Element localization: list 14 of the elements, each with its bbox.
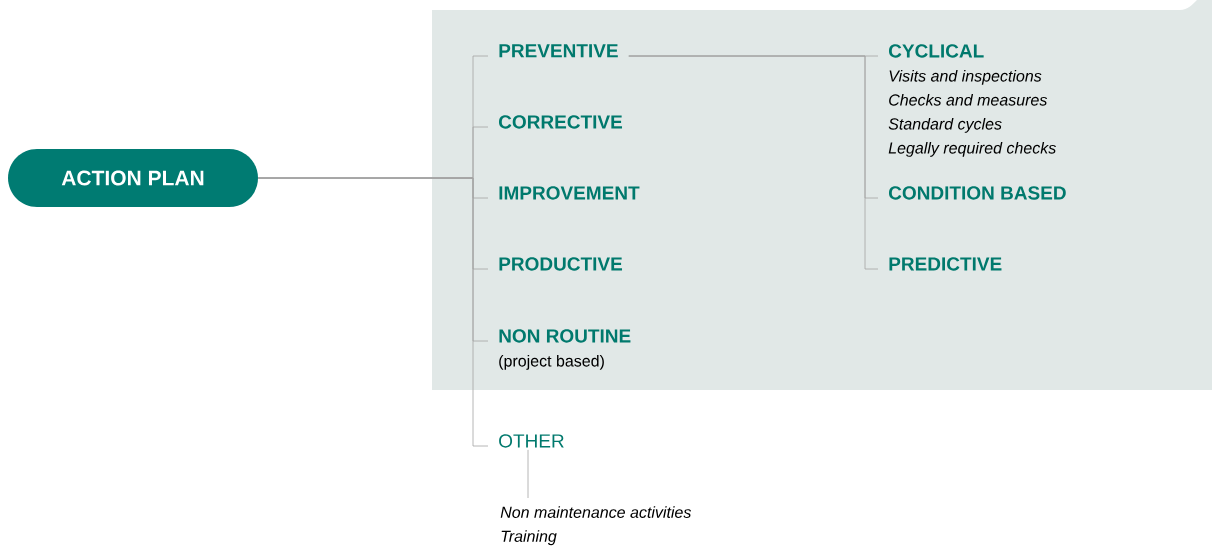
heading-text: IMPROVEMENT bbox=[499, 186, 640, 200]
heading-text: PREDICTIVE bbox=[889, 257, 1002, 271]
note-text: Non maintenance activities Training bbox=[500, 506, 692, 546]
heading-text: CONDITION BASED bbox=[889, 186, 1066, 200]
heading-text: PREVENTIVE bbox=[499, 44, 618, 58]
connector-line bbox=[628, 55, 879, 270]
heading-text: OTHER bbox=[499, 434, 564, 448]
rounded-box: ACTION PLAN bbox=[8, 149, 258, 207]
heading-text: CORRECTIVE bbox=[499, 115, 622, 129]
heading-text: PRODUCTIVE bbox=[499, 257, 622, 271]
connector-line bbox=[257, 177, 489, 447]
heading-text: NON ROUTINE (project based) bbox=[499, 329, 631, 370]
connector-line bbox=[527, 449, 529, 499]
heading-text: CYCLICAL Visits and inspections Checks and measures Standard cycles Legally required checks bbox=[888, 44, 1056, 157]
